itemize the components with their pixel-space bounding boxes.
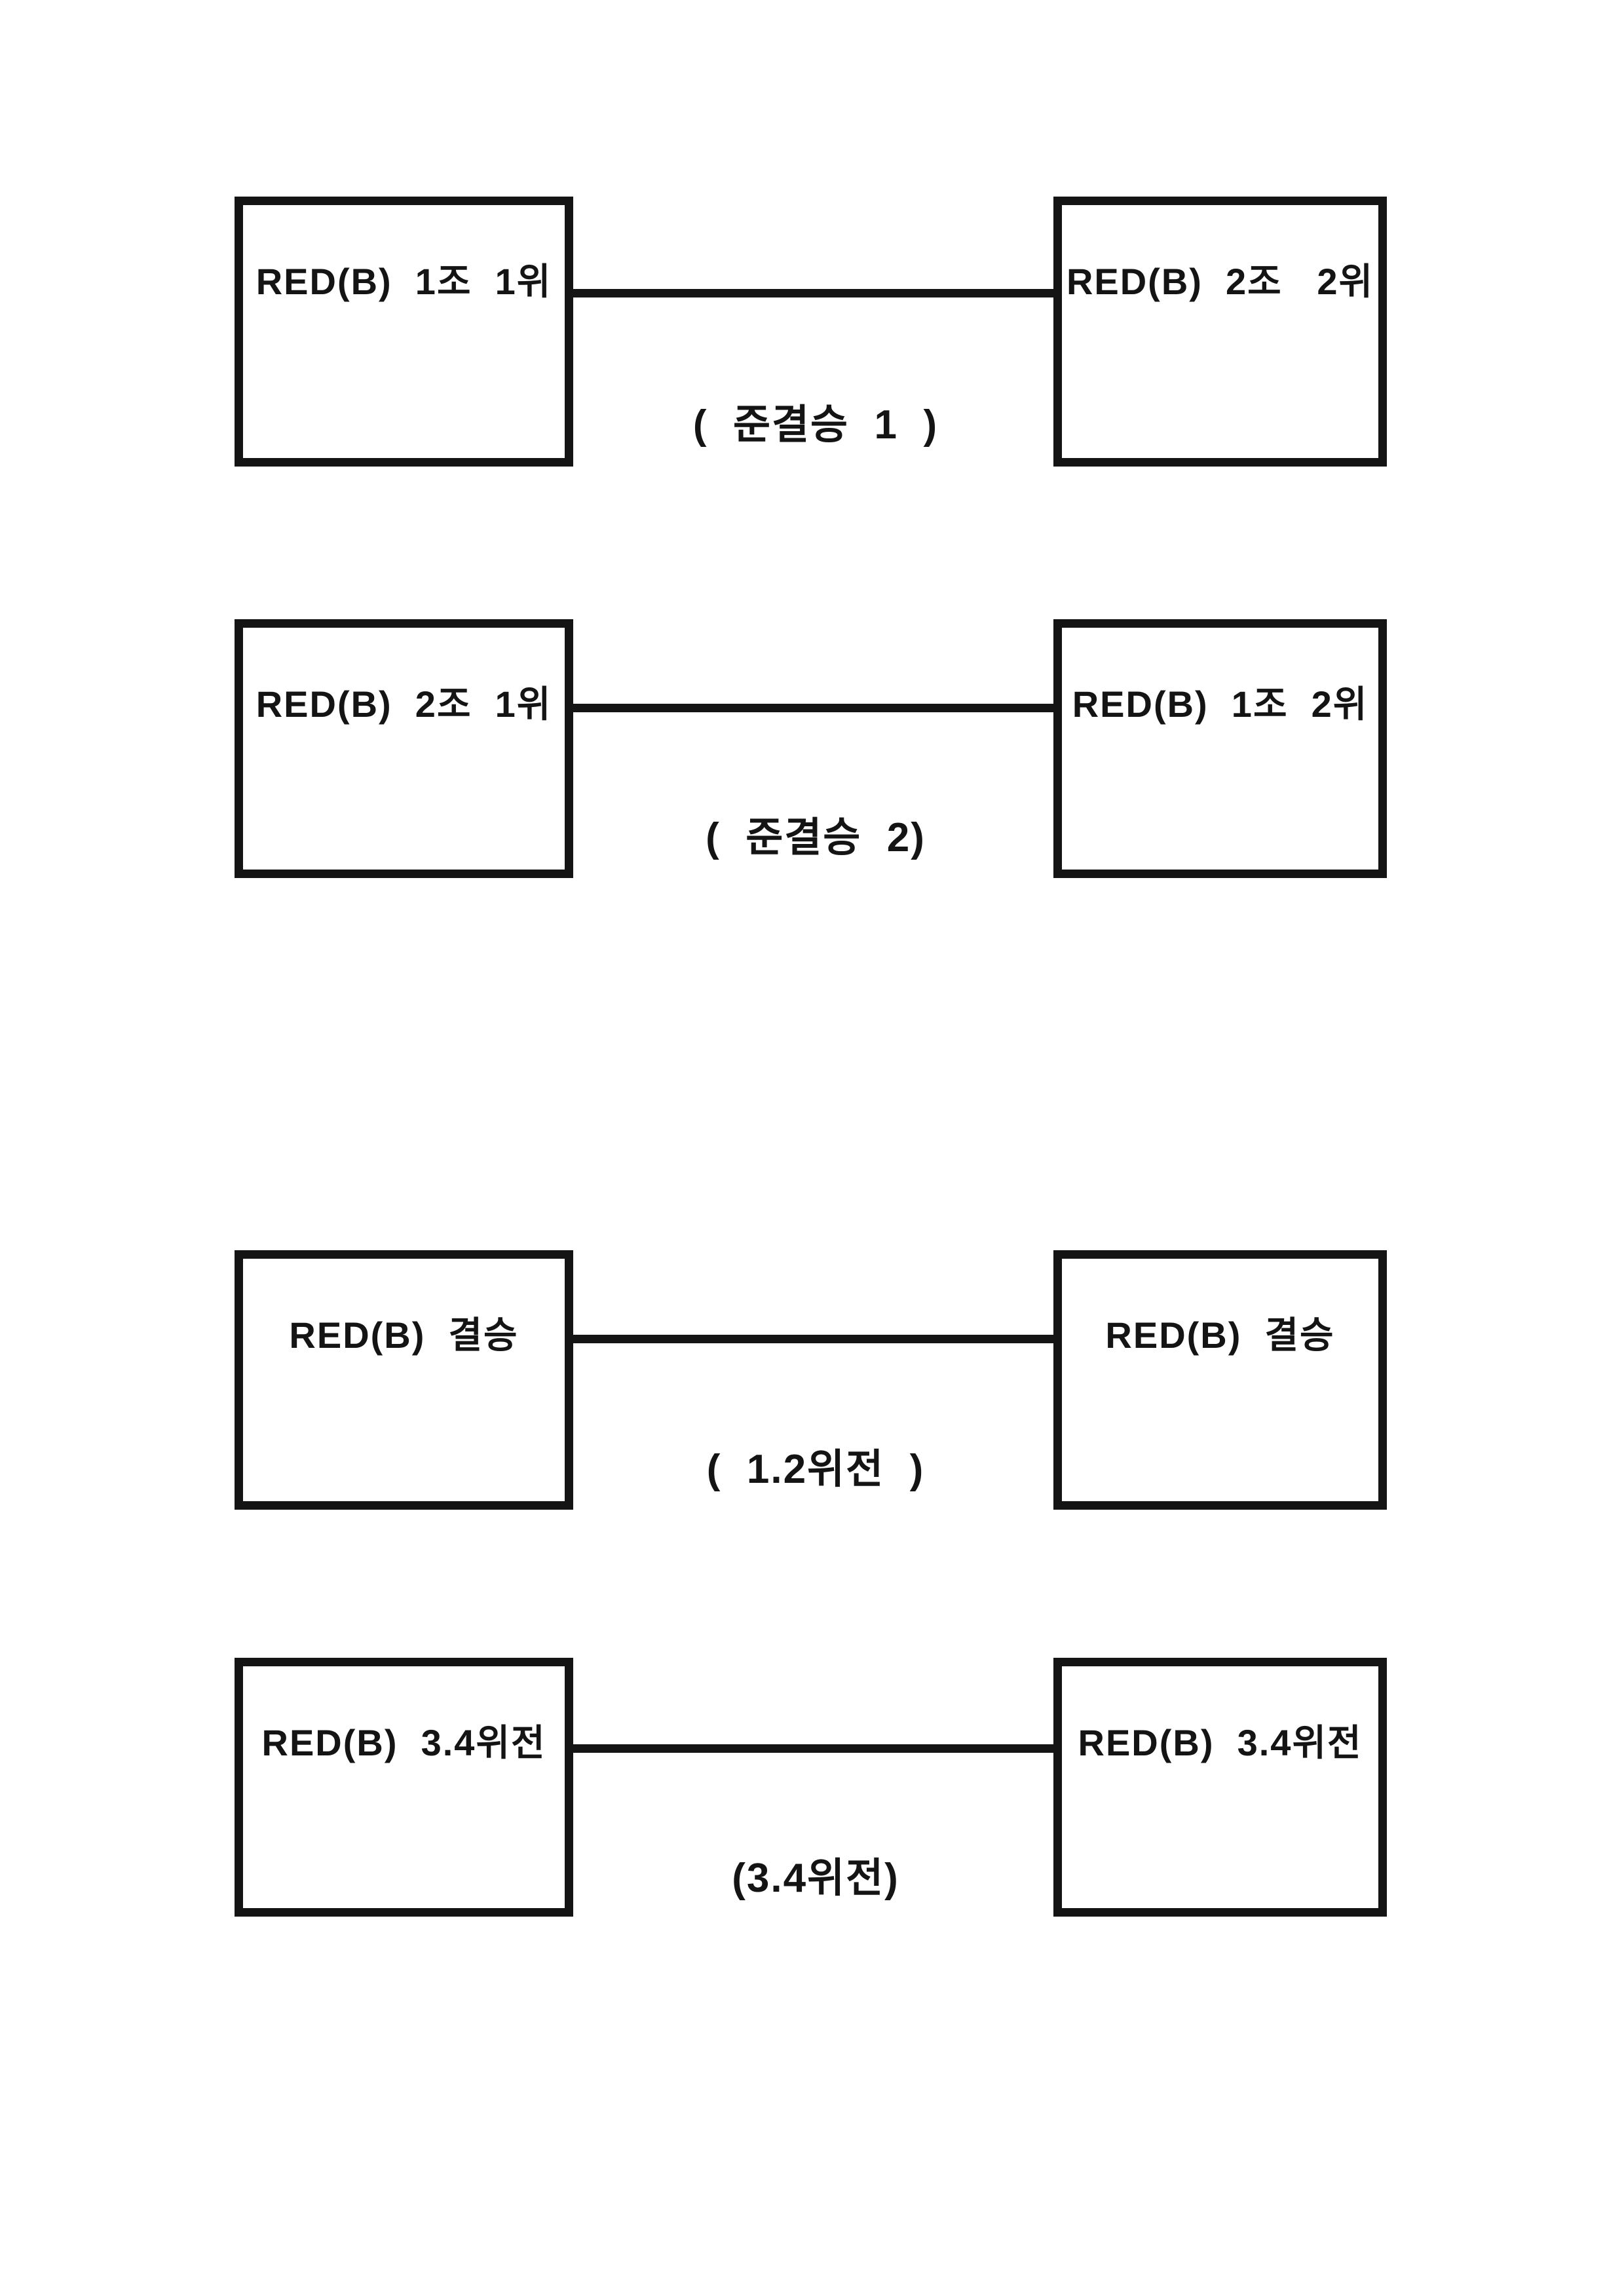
team-box-final-left: RED(B) 결승	[235, 1250, 573, 1510]
team-box-label: RED(B) 2조 1위	[255, 683, 552, 725]
team-box-semifinal1-right: RED(B) 2조 2위	[1053, 197, 1387, 467]
team-box-final-right: RED(B) 결승	[1053, 1250, 1387, 1510]
team-box-label: RED(B) 3.4위전	[1078, 1722, 1363, 1763]
team-box-thirdplace-right: RED(B) 3.4위전	[1053, 1658, 1387, 1917]
team-box-label: RED(B) 3.4위전	[261, 1722, 546, 1763]
match-connector-line	[573, 1744, 1053, 1753]
match-round-label: ( 준결승 1 )	[692, 402, 939, 448]
match-round-label: ( 준결승 2)	[706, 815, 926, 860]
team-box-label: RED(B) 결승	[289, 1314, 519, 1356]
match-round-label: ( 1.2위전 )	[706, 1447, 925, 1492]
match-connector-line	[573, 289, 1053, 297]
team-box-label: RED(B) 1조 1위	[255, 261, 552, 302]
match-connector-line	[573, 704, 1053, 712]
team-box-semifinal1-left: RED(B) 1조 1위	[235, 197, 573, 467]
team-box-semifinal2-right: RED(B) 1조 2위	[1053, 619, 1387, 878]
team-box-semifinal2-left: RED(B) 2조 1위	[235, 619, 573, 878]
team-box-label: RED(B) 2조 2위	[1066, 261, 1374, 302]
team-box-label: RED(B) 1조 2위	[1072, 683, 1369, 725]
team-box-thirdplace-left: RED(B) 3.4위전	[235, 1658, 573, 1917]
team-box-label: RED(B) 결승	[1105, 1314, 1335, 1356]
match-round-label: (3.4위전)	[732, 1856, 899, 1901]
match-connector-line	[573, 1335, 1053, 1343]
